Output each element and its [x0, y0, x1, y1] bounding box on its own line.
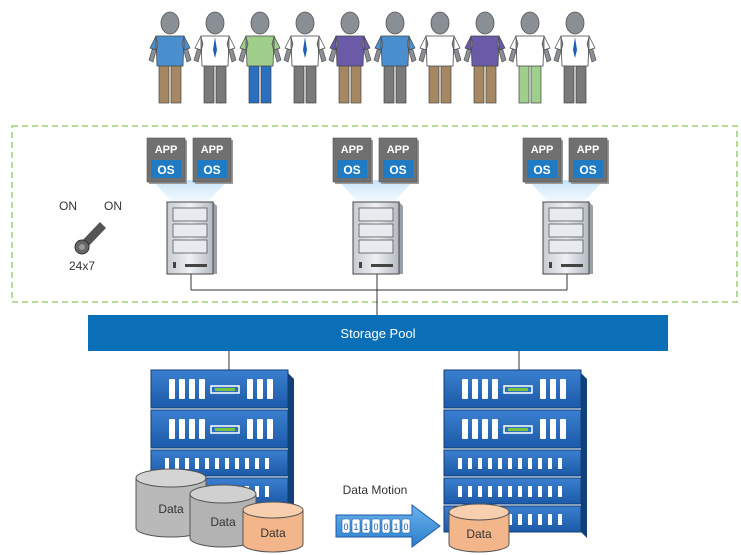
data-label: Data [466, 527, 492, 541]
person-icon [283, 11, 327, 104]
binary-digit: 0 [383, 522, 388, 532]
app-label: APP [387, 144, 410, 156]
data-cylinder-icon: Data [135, 468, 207, 538]
switch-on-left-label: ON [59, 199, 77, 213]
vm-stack: APP OS [522, 137, 563, 184]
data-cylinder-icon: Data [448, 503, 510, 553]
binary-digit: 1 [393, 522, 398, 532]
os-label: OS [343, 163, 360, 177]
person-icon [418, 11, 462, 104]
server-tower-icon [352, 201, 403, 275]
always-on-switch: ON ON 24x7 [59, 199, 122, 273]
data-cylinder-icon: Data [189, 484, 257, 548]
os-label: OS [203, 163, 220, 177]
toggle-switch-icon [74, 222, 106, 255]
app-label: APP [155, 144, 178, 156]
os-label: OS [389, 163, 406, 177]
os-label: OS [533, 163, 550, 177]
storage-pool-bar [88, 315, 668, 351]
users-group [148, 11, 597, 104]
person-icon [328, 11, 372, 104]
person-icon [508, 11, 552, 104]
server-tower-icon [542, 201, 593, 275]
data-label: Data [158, 502, 184, 516]
server-group: APP OS APP OS [146, 137, 233, 275]
app-label: APP [531, 144, 554, 156]
server-group: APP OS APP OS [332, 137, 419, 275]
data-cylinder-icon: Data [242, 501, 304, 553]
server-groups: APP OS APP OS APP OS APP OS APP OS APP OS [146, 137, 609, 275]
vm-stack: APP OS [332, 137, 373, 184]
person-icon [463, 11, 507, 104]
os-label: OS [579, 163, 596, 177]
data-motion-label: Data Motion [343, 483, 408, 497]
person-icon [373, 11, 417, 104]
binary-digit: 1 [363, 522, 368, 532]
vm-stack: APP OS [146, 137, 187, 184]
server-tower-icon [166, 201, 217, 275]
vm-stack: APP OS [568, 137, 609, 184]
app-label: APP [577, 144, 600, 156]
person-icon [193, 11, 237, 104]
app-label: APP [201, 144, 224, 156]
vm-stack: APP OS [192, 137, 233, 184]
os-label: OS [157, 163, 174, 177]
vm-stack: APP OS [378, 137, 419, 184]
switch-caption: 24x7 [69, 259, 95, 273]
data-label: Data [210, 515, 236, 529]
binary-digit: 0 [343, 522, 348, 532]
data-label: Data [260, 526, 286, 540]
person-icon [238, 11, 282, 104]
binary-digit: 0 [403, 522, 408, 532]
person-icon [553, 11, 597, 104]
binary-digit: 1 [353, 522, 358, 532]
switch-on-right-label: ON [104, 199, 122, 213]
person-icon [148, 11, 192, 104]
compute-region-border [11, 125, 738, 303]
server-group: APP OS APP OS [522, 137, 609, 275]
app-label: APP [341, 144, 364, 156]
binary-digit: 0 [373, 522, 378, 532]
storage-pool-label: Storage Pool [340, 326, 415, 341]
